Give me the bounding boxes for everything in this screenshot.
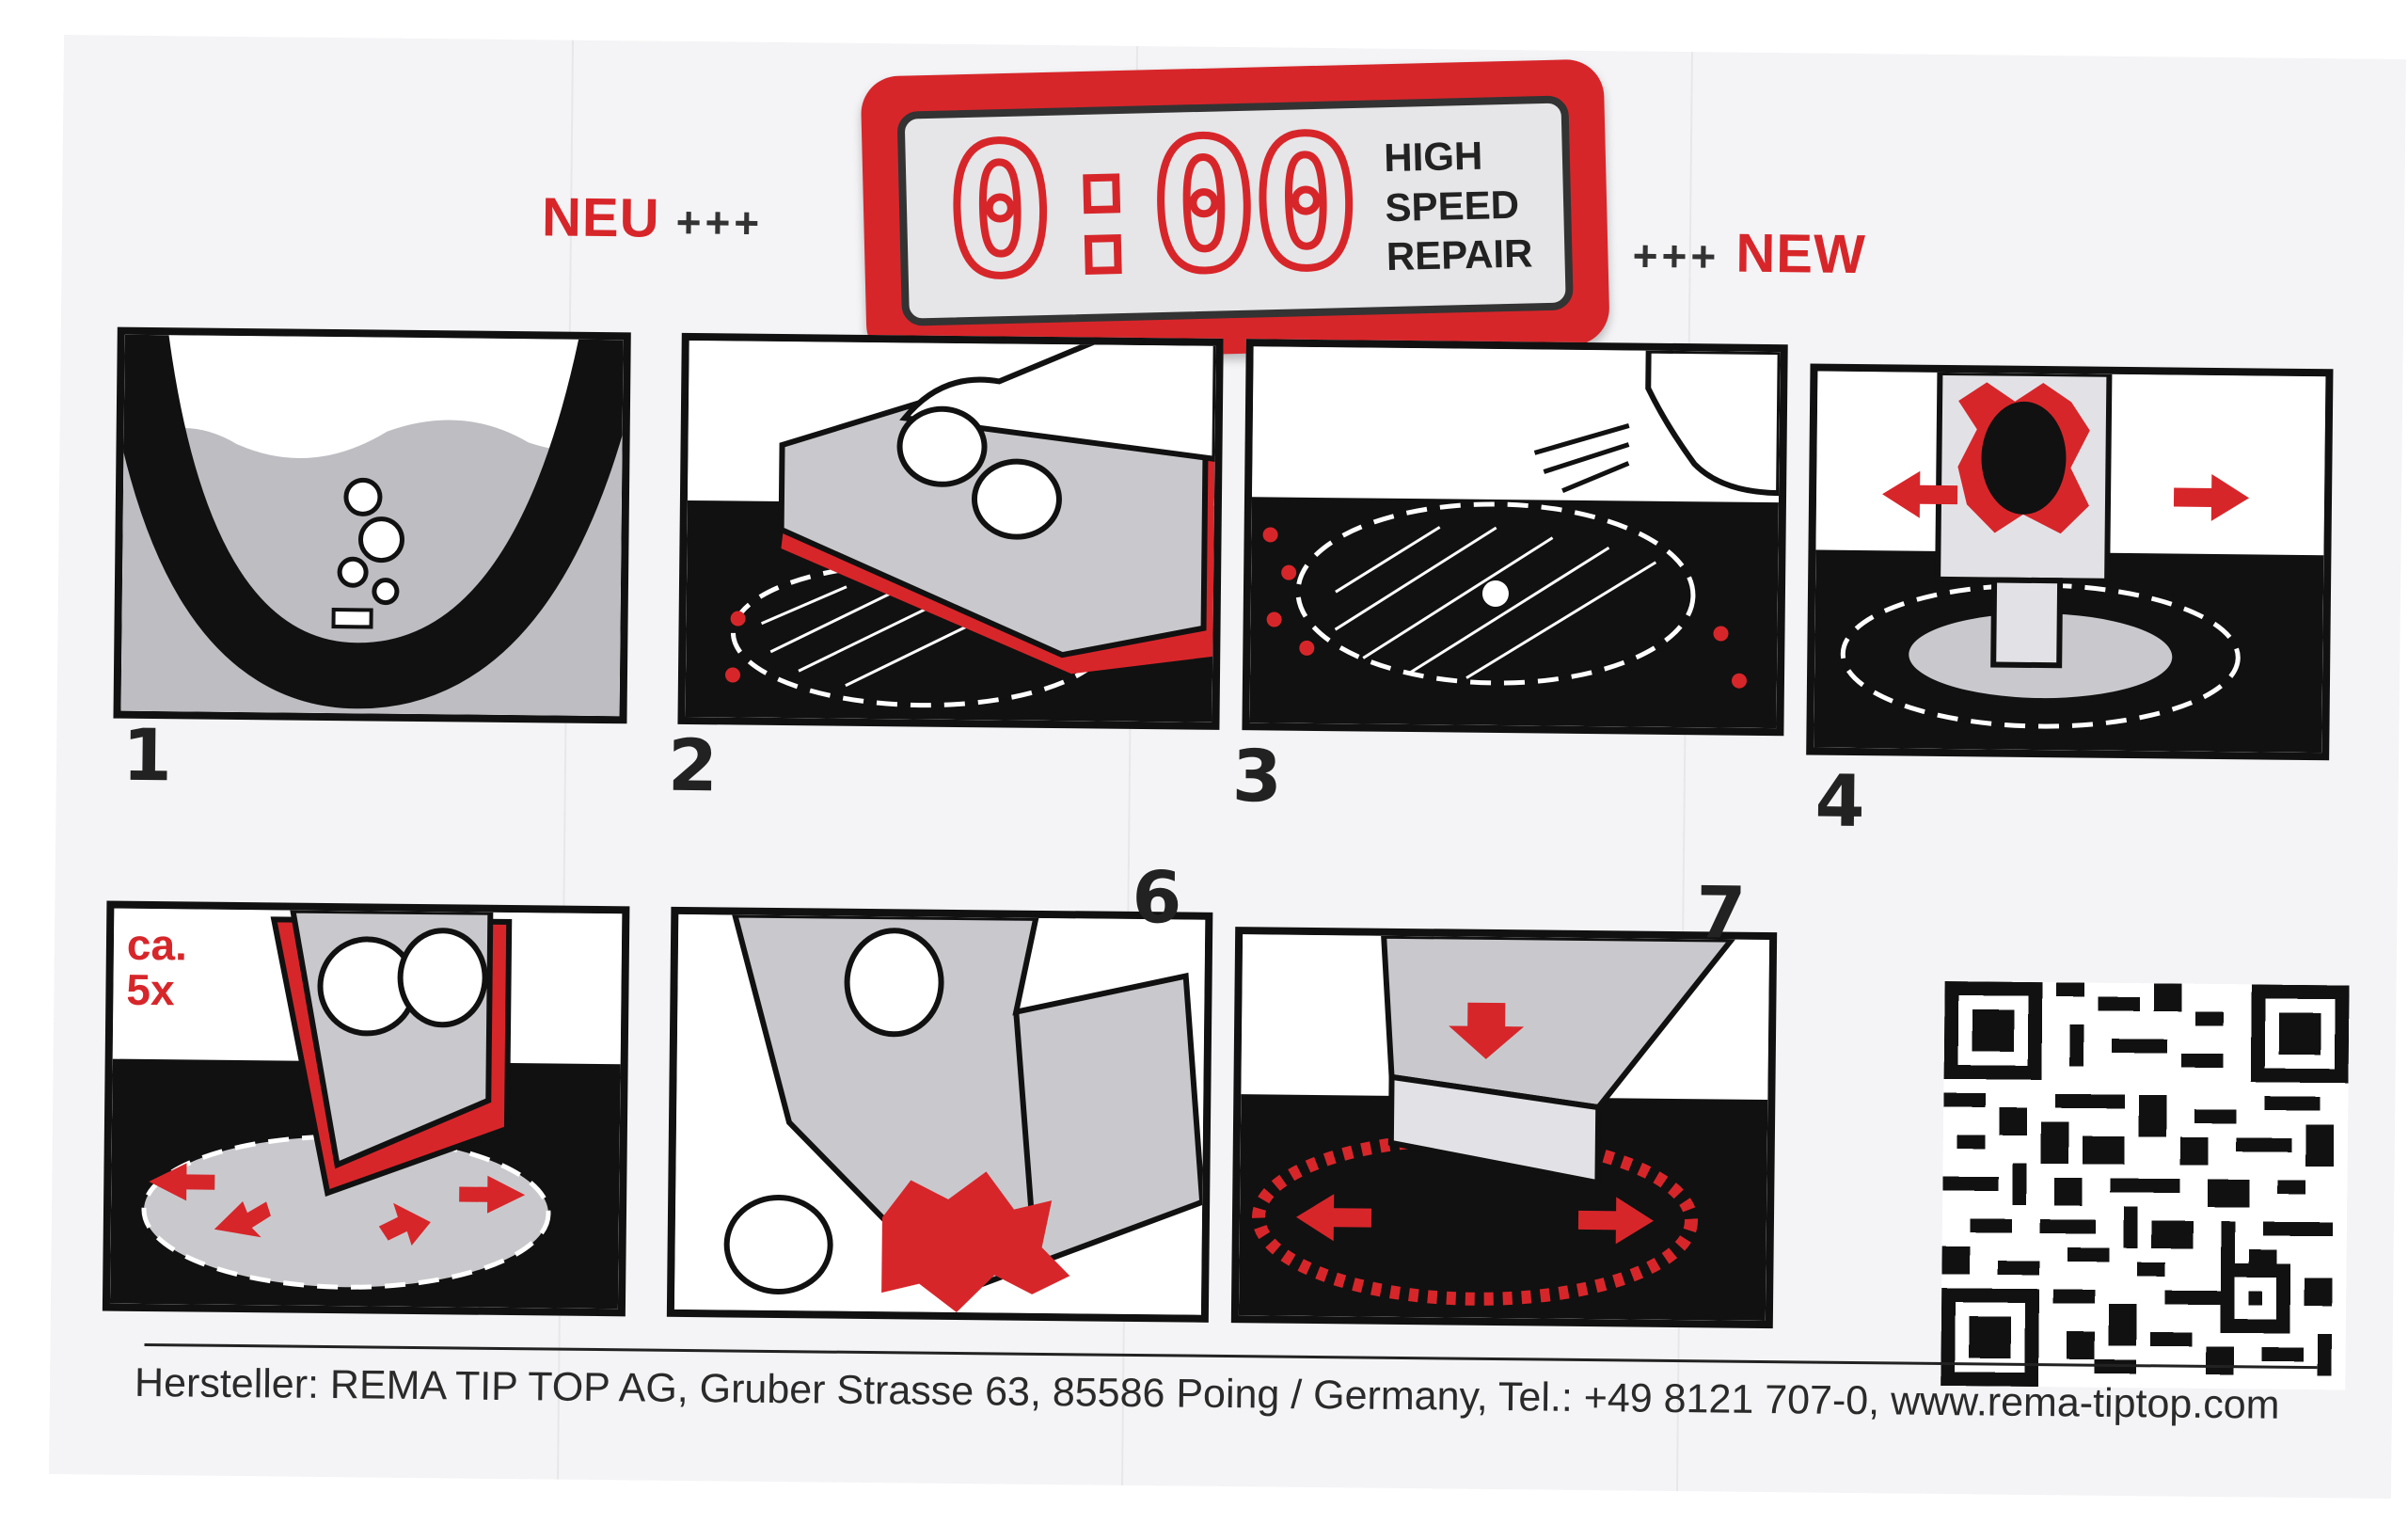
step-number-2: 2 <box>667 722 719 808</box>
repeat-count-5x: 5x <box>126 965 175 1015</box>
qr-code-icon <box>1941 980 2350 1390</box>
new-label: +++ NEW <box>1632 220 1866 286</box>
new-text: NEW <box>1735 222 1867 286</box>
plus-signs-right: +++ <box>1632 230 1720 281</box>
sanding-illustration <box>685 340 1216 722</box>
badge-line-speed: SPEED <box>1384 182 1520 230</box>
step-1-panel <box>113 326 631 724</box>
plus-signs-left: +++ <box>675 197 764 247</box>
peel-foil-illustration <box>673 913 1206 1315</box>
badge-time: 0:00 <box>940 95 1360 321</box>
badge-line-repair: REPAIR <box>1386 230 1533 279</box>
repeat-count-ca: ca. <box>126 919 188 970</box>
step-2-panel <box>677 332 1224 730</box>
step-6-panel <box>666 906 1213 1323</box>
qr-code[interactable] <box>1941 980 2350 1390</box>
repeat-count-label: ca. 5x <box>126 919 188 1015</box>
step-3-panel <box>1242 339 1788 737</box>
step-number-4: 4 <box>1814 758 1866 844</box>
step-5-panel: ca. 5x <box>102 900 630 1317</box>
instruction-sheet: NEU +++ +++ NEW 0:00 HIGH SPEED REPAIR <box>49 35 2406 1499</box>
step-number-3: 3 <box>1231 734 1283 818</box>
press-patch-illustration <box>1238 934 1770 1322</box>
step-number-6: 6 <box>1132 854 1182 940</box>
step-7-panel <box>1230 927 1778 1329</box>
neu-text: NEU <box>541 186 660 249</box>
apply-glue-illustration <box>1814 371 2326 754</box>
badge-text: HIGH SPEED REPAIR <box>1384 130 1533 281</box>
neu-label: NEU +++ <box>542 185 764 250</box>
step-4-panel <box>1806 363 2334 761</box>
blowing-dust-illustration <box>1249 346 1781 729</box>
step-number-7: 7 <box>1695 870 1747 955</box>
tube-in-water-illustration <box>120 334 624 717</box>
high-speed-repair-badge: 0:00 HIGH SPEED REPAIR <box>860 58 1610 363</box>
badge-line-high: HIGH <box>1383 133 1483 181</box>
badge-display: 0:00 HIGH SPEED REPAIR <box>896 95 1574 326</box>
step-number-1: 1 <box>121 712 173 798</box>
rub-glue-illustration <box>109 908 623 1310</box>
